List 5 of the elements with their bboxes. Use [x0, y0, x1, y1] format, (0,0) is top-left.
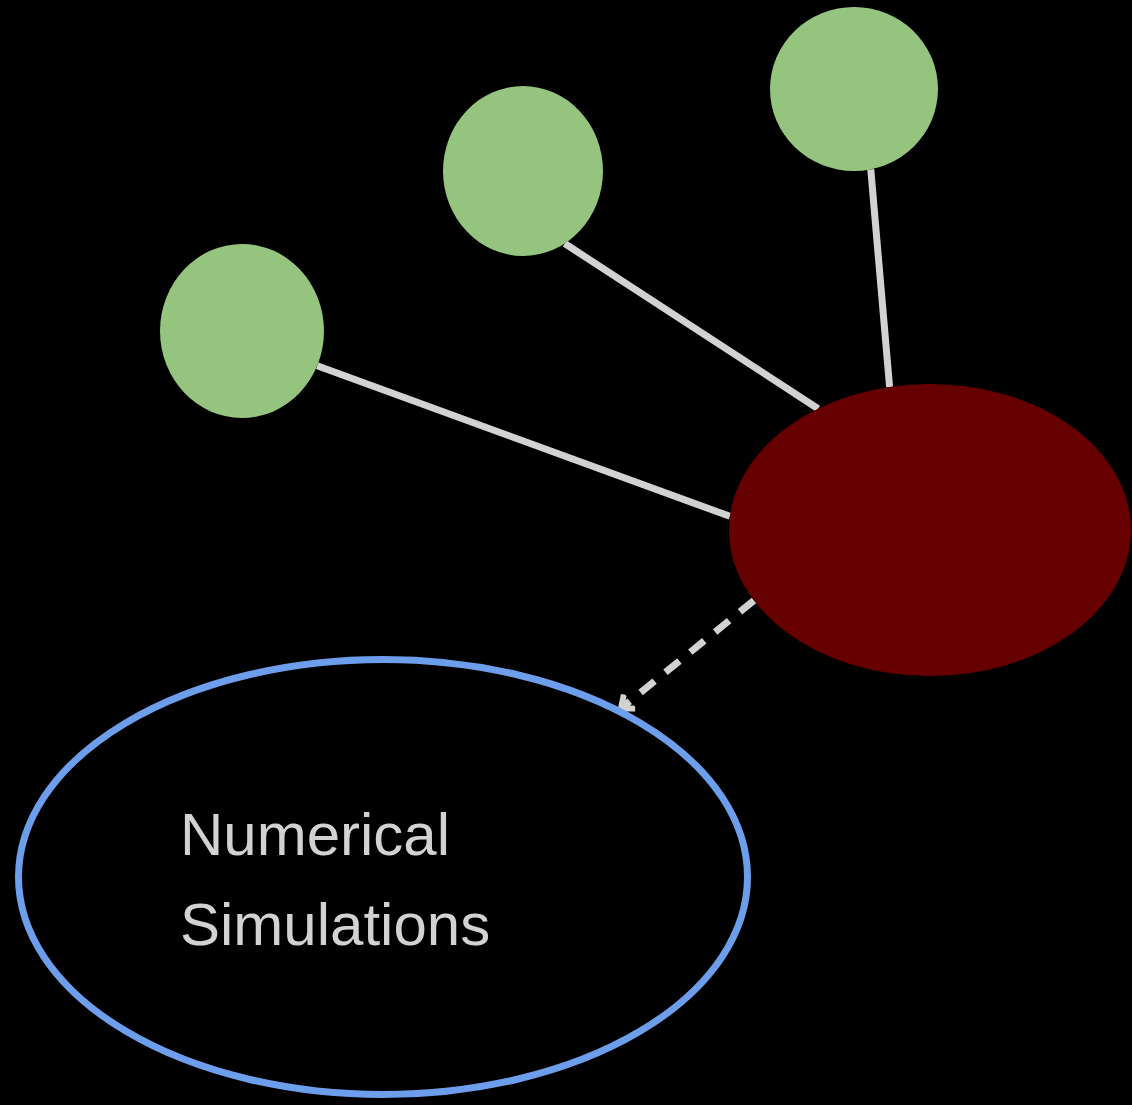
connector-line: [315, 362, 732, 520]
connector-line: [867, 169, 894, 388]
connector-line: [562, 240, 821, 412]
arrow: [618, 597, 757, 712]
node-label: Numerical Simulations: [180, 800, 492, 960]
